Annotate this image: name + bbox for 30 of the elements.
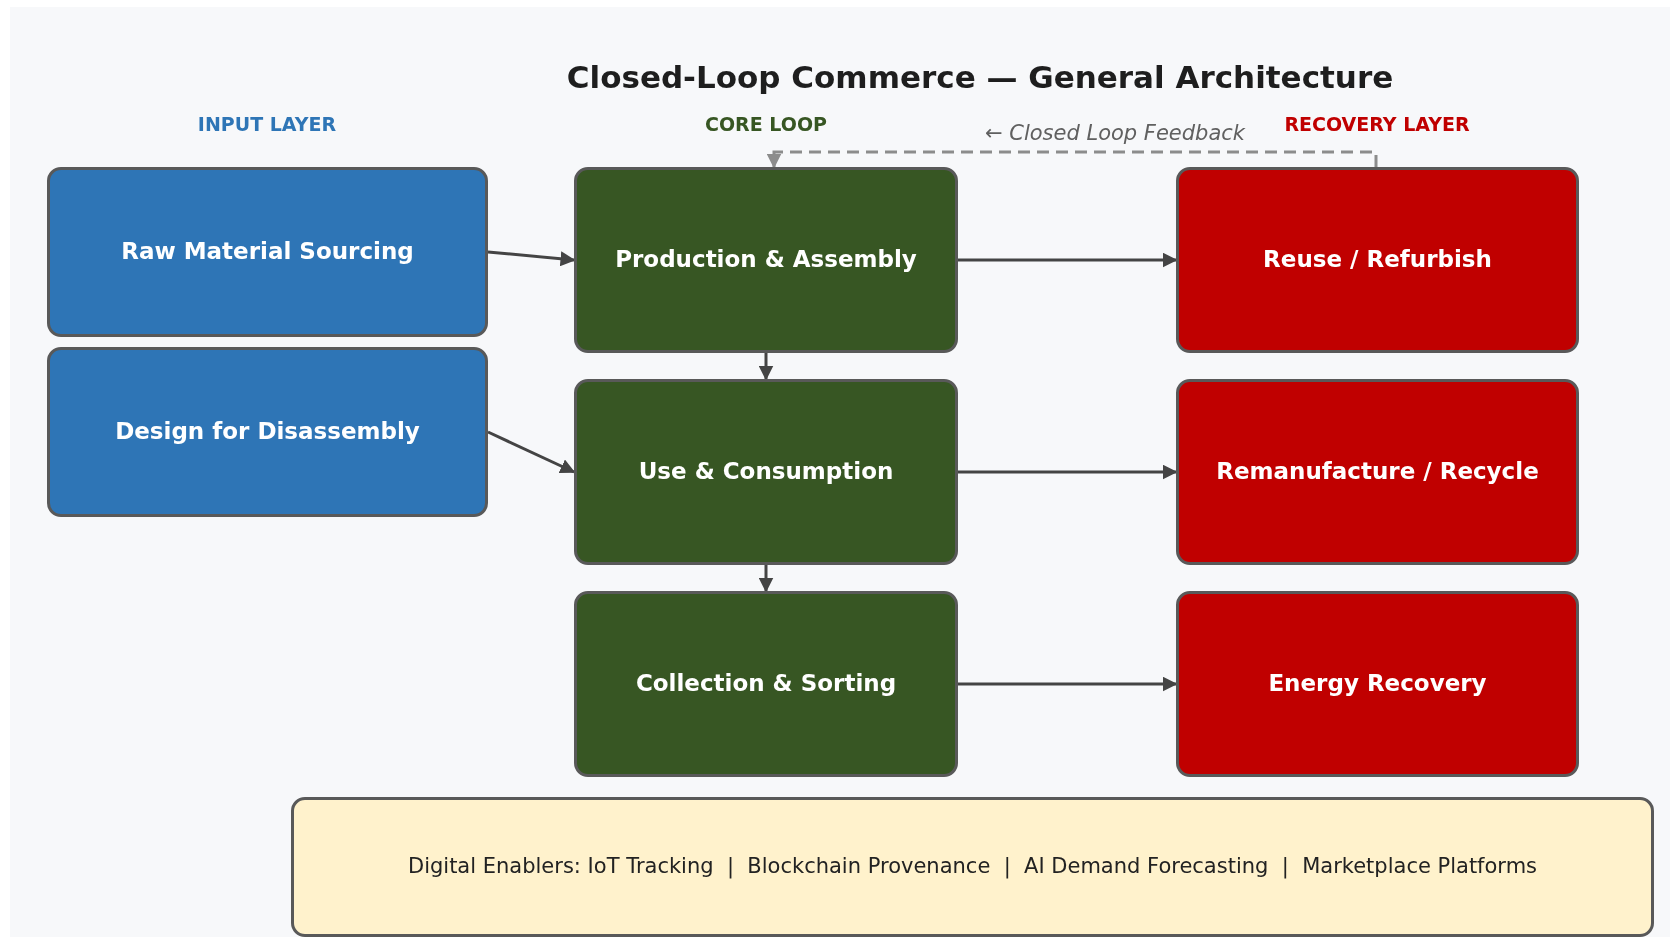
arrow (758, 353, 774, 381)
arrow (758, 565, 774, 593)
box-text: Reuse / Refurbish (1263, 247, 1492, 273)
process-box (47, 167, 488, 337)
arrow (958, 464, 1178, 480)
box-text: Energy Recovery (1268, 671, 1487, 697)
arrow (958, 676, 1178, 692)
column-heading: CORE LOOP (705, 113, 827, 135)
process-box (574, 591, 958, 777)
process-box (47, 347, 488, 517)
column-heading: RECOVERY LAYER (1284, 113, 1470, 135)
process-box (1176, 167, 1579, 353)
box-text: Collection & Sorting (635, 671, 897, 697)
box-text: Raw Material Sourcing (121, 239, 414, 265)
arrow (487, 250, 576, 267)
process-box (574, 379, 958, 565)
diagram-title: Closed-Loop Commerce — General Architecture (565, 59, 1395, 95)
box-text: Use & Consumption (638, 459, 894, 485)
arrow (487, 430, 576, 474)
box-text: Production & Assembly (615, 247, 917, 273)
box-text: Digital Enablers: IoT Tracking | Blockchain Provenance | AI Demand Forecasting | Marketplace Platforms (407, 855, 1538, 879)
box-text: Remanufacture / Recycle (1216, 459, 1539, 485)
arrow (958, 252, 1178, 268)
process-box (1176, 591, 1579, 777)
process-box (574, 167, 958, 353)
box-text: Design for Disassembly (115, 419, 420, 445)
process-box (1176, 379, 1579, 565)
arrow (766, 150, 1378, 169)
info-band (291, 797, 1654, 937)
column-heading: INPUT LAYER (197, 113, 337, 135)
